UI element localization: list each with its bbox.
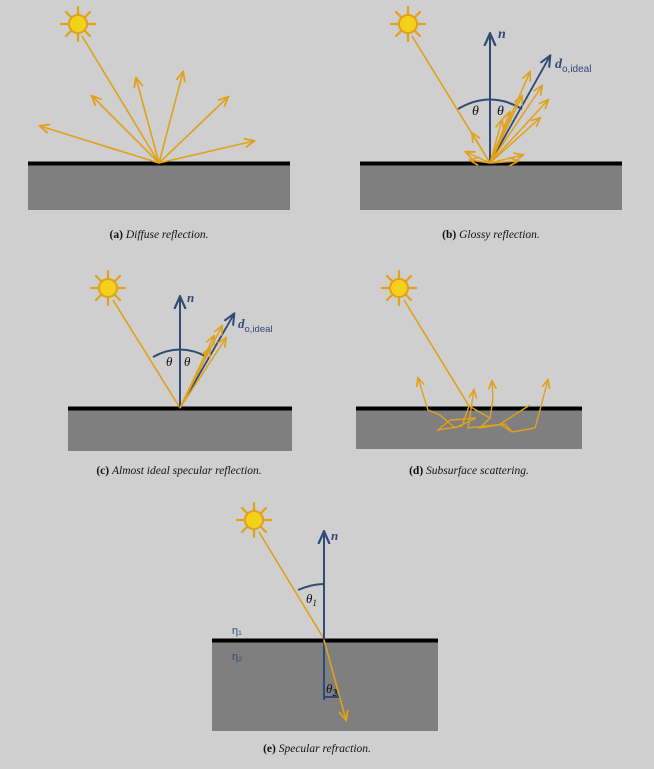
ideal-direction-label: do,ideal [238, 316, 273, 335]
ideal-direction-arrow [489, 56, 550, 164]
ideal-direction-arrow [179, 314, 234, 409]
sun-icon [389, 5, 427, 43]
panel-e: n θ1 θ2 η₁ η₂ (e) Specular refraction. [212, 501, 438, 755]
angle-arc-2 [324, 688, 340, 698]
theta1-label: θ1 [306, 591, 317, 608]
incident-ray [403, 299, 470, 407]
theta-left-label: θ [166, 354, 173, 369]
caption-e: (e) Specular refraction. [263, 743, 371, 755]
theta-right-label: θ [497, 104, 504, 119]
refracted-ray [323, 639, 346, 720]
surface-block [68, 409, 292, 451]
sun-icon [59, 5, 97, 43]
eta1-label: η₁ [232, 625, 242, 637]
caption-d: (d) Subsurface scattering. [409, 465, 529, 477]
theta-right-label: θ [184, 354, 191, 369]
specular-rays [179, 326, 226, 409]
scattering-paths [418, 378, 548, 433]
eta2-label: η₂ [232, 651, 242, 663]
glossy-rays [466, 72, 548, 163]
sun-icon [380, 269, 418, 307]
ideal-direction-label: do,ideal [555, 57, 591, 75]
theta-left-label: θ [472, 104, 479, 119]
panel-b: n θ θ do,ideal (b) Glossy reflection. [360, 5, 622, 241]
panel-c: n θ θ do,ideal (c) Almost ideal specular… [68, 269, 292, 477]
panel-a: (a) Diffuse reflection. [28, 5, 290, 241]
theta2-label: θ2 [326, 681, 337, 698]
normal-label: n [331, 528, 338, 543]
incident-ray [258, 531, 325, 640]
surface-block [28, 164, 290, 210]
angle-arc-1 [297, 583, 325, 591]
diffuse-rays [40, 72, 254, 164]
surface-block [360, 164, 622, 210]
incident-ray [112, 299, 181, 409]
caption-c: (c) Almost ideal specular reflection. [96, 465, 261, 477]
caption-a: (a) Diffuse reflection. [110, 229, 209, 241]
normal-label: n [187, 290, 194, 305]
sun-icon [235, 501, 273, 539]
caption-b: (b) Glossy reflection. [442, 229, 540, 241]
incident-ray [81, 35, 160, 164]
sun-icon [89, 269, 127, 307]
panel-d: (d) Subsurface scattering. [356, 269, 582, 477]
normal-label: n [498, 27, 506, 42]
surface-block [356, 409, 582, 449]
